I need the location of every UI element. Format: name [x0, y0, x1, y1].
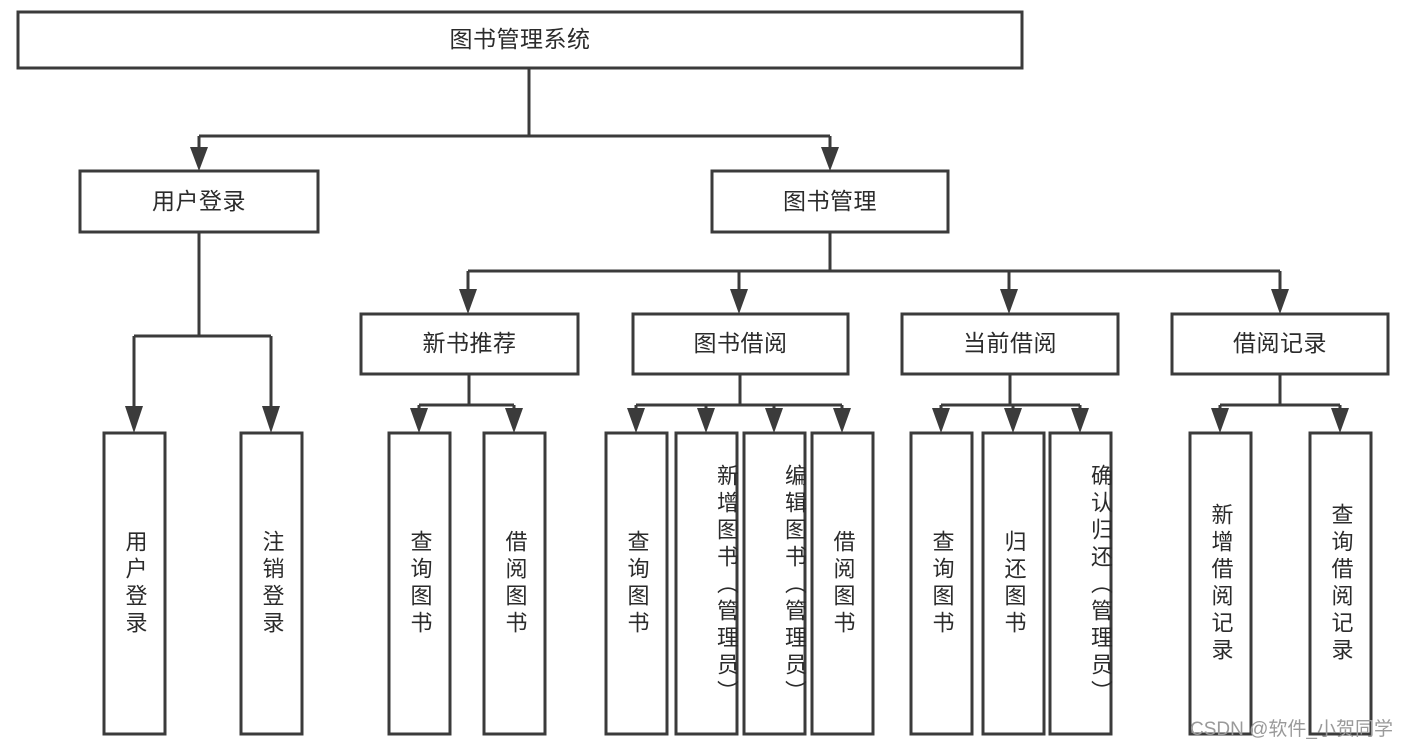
arrow-head-leaf-query-book-1 [410, 408, 428, 433]
arrow-head-new-book-recommend [459, 289, 477, 314]
arrow-head-leaf-user-login [125, 406, 143, 433]
arrow-head-user-login [190, 147, 208, 171]
watermark-text: CSDN @软件_小贺同学 [1190, 719, 1393, 740]
arrow-head-leaf-borrow-book-1 [505, 408, 523, 433]
node-box-current-borrow[interactable] [900, 312, 1120, 376]
node-box-book-borrow[interactable] [631, 312, 850, 376]
node-box-leaf-add-book[interactable] [674, 431, 739, 736]
arrow-head-leaf-confirm-return [1071, 408, 1089, 433]
node-box-leaf-edit-book[interactable] [742, 431, 807, 736]
node-box-leaf-borrow-book-1[interactable] [482, 431, 547, 736]
node-box-leaf-user-logout[interactable] [239, 431, 304, 736]
node-box-book-manage[interactable] [710, 169, 950, 234]
node-box-leaf-user-login[interactable] [102, 431, 167, 736]
node-box-leaf-query-book-3[interactable] [909, 431, 974, 736]
node-box-leaf-confirm-return[interactable] [1048, 431, 1113, 736]
arrow-head-leaf-query-book-3 [932, 408, 950, 433]
node-box-leaf-return-book[interactable] [981, 431, 1046, 736]
arrow-head-book-manage [821, 147, 839, 171]
arrow-head-leaf-borrow-book-2 [833, 408, 851, 433]
node-box-leaf-add-borrow-record[interactable] [1188, 431, 1253, 736]
arrow-head-leaf-query-book-2 [627, 408, 645, 433]
node-box-leaf-query-book-1[interactable] [387, 431, 452, 736]
node-box-leaf-query-borrow-record[interactable] [1308, 431, 1373, 736]
arrow-head-leaf-query-borrow-record [1331, 408, 1349, 433]
node-box-leaf-query-book-2[interactable] [604, 431, 669, 736]
arrow-head-leaf-edit-book [765, 408, 783, 433]
node-box-root[interactable] [16, 10, 1024, 70]
arrow-head-borrow-record [1271, 289, 1289, 314]
node-box-leaf-borrow-book-2[interactable] [810, 431, 875, 736]
arrow-head-leaf-user-logout [262, 406, 280, 433]
arrow-head-book-borrow [730, 289, 748, 314]
node-box-new-book-recommend[interactable] [359, 312, 580, 376]
arrow-head-current-borrow [1000, 289, 1018, 314]
arrow-head-leaf-add-book [697, 408, 715, 433]
arrow-head-leaf-return-book [1004, 408, 1022, 433]
node-box-user-login[interactable] [78, 169, 320, 234]
arrow-head-leaf-add-borrow-record [1211, 408, 1229, 433]
node-box-borrow-record[interactable] [1170, 312, 1390, 376]
